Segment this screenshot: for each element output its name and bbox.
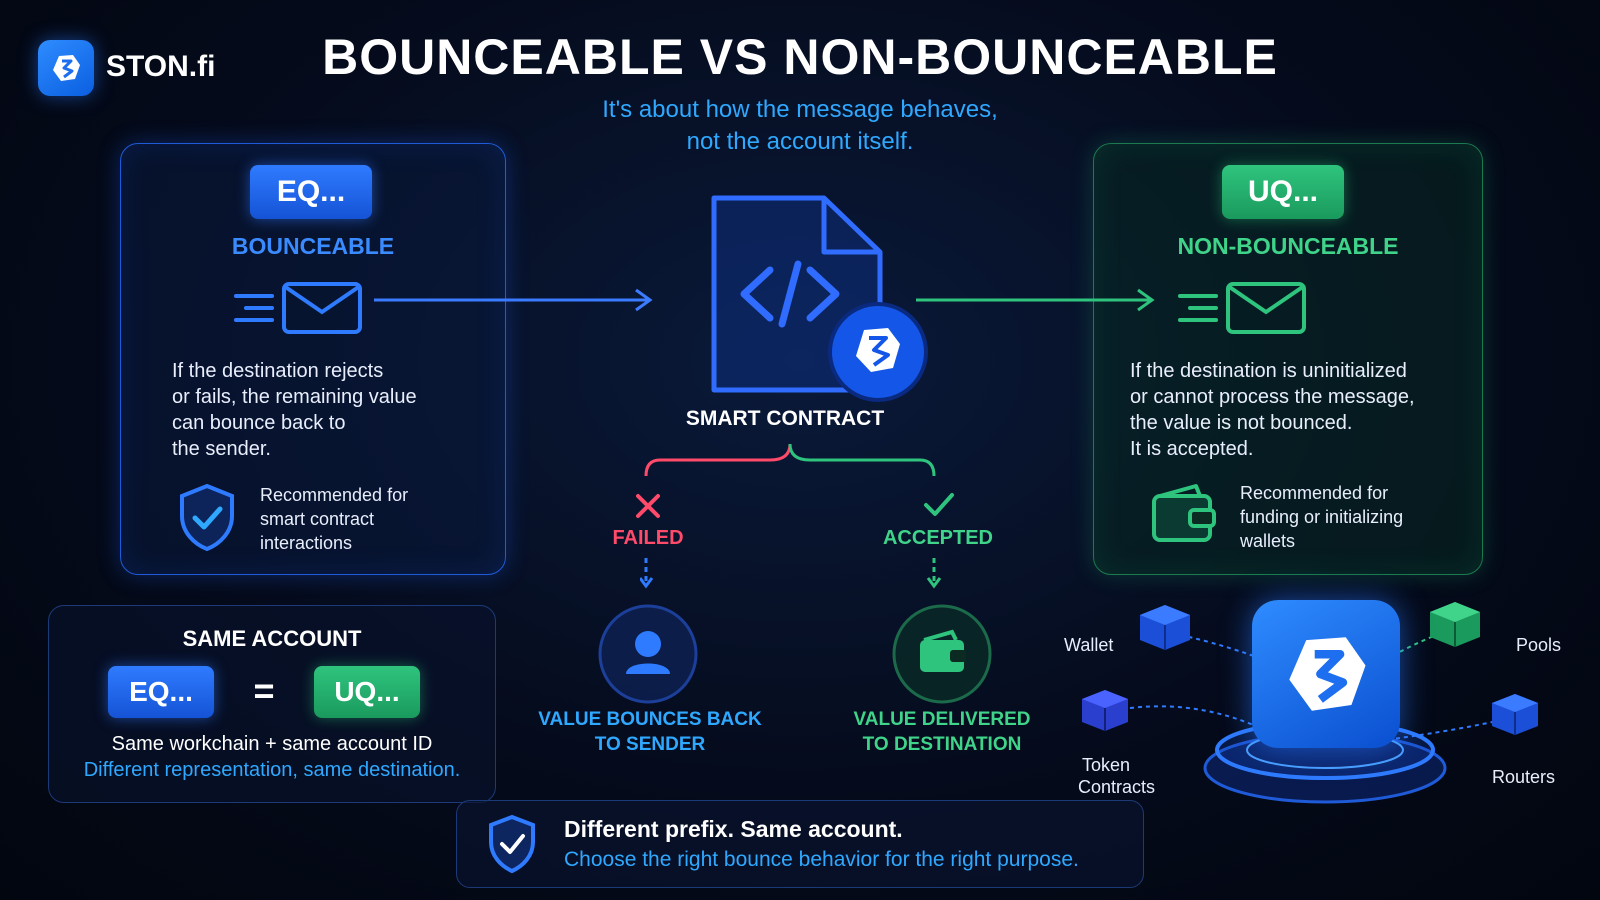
accepted-outcome: VALUE DELIVERED TO DESTINATION (812, 707, 1072, 757)
envelope-icon (1178, 282, 1306, 334)
wallet-icon (1152, 484, 1216, 542)
bounceable-description-line: If the destination rejects (172, 360, 384, 382)
token-cube-icon (1082, 690, 1128, 731)
equals-sign: = (253, 670, 275, 711)
ston-fi-logo-icon (53, 55, 80, 81)
page-subtitle: It's about how the message behaves, not … (0, 94, 1600, 158)
bounceable-recommendation-line: Recommended for (260, 485, 409, 505)
ston-fi-logo-icon (1289, 637, 1366, 711)
same-account-left-badge: EQ... (108, 666, 214, 718)
non-bounceable-description-line: or cannot process the message, (1130, 386, 1415, 408)
accepted-outcome-line: VALUE DELIVERED (853, 709, 1031, 730)
accepted-outcome-line: TO DESTINATION (862, 734, 1022, 755)
failed-outcome-line: VALUE BOUNCES BACK (538, 709, 762, 730)
smart-contract-code-icon (711, 195, 928, 402)
subtitle-line-1: It's about how the message behaves, (602, 96, 998, 123)
bounceable-recommendation-line: smart contract (260, 509, 375, 529)
bounceable-description: If the destination rejects or fails, the… (172, 358, 492, 462)
wallet-cube-icon (1140, 605, 1190, 650)
check-mark-icon (924, 493, 954, 516)
non-bounceable-recommendation: Recommended for funding or initializing … (1240, 481, 1470, 553)
smart-contract-label: SMART CONTRACT (685, 407, 885, 430)
x-mark-icon (636, 494, 660, 518)
same-account-line-2: Different representation, same destinati… (83, 759, 461, 781)
wallet-icon (892, 604, 992, 704)
ecosystem-node-routers: Routers (1492, 767, 1556, 787)
outcome-branches (640, 443, 942, 589)
bounceable-description-line: or fails, the remaining value (172, 386, 417, 408)
ecosystem-node-wallet: Wallet (1064, 635, 1114, 655)
same-account-line-1: Same workchain + same account ID (111, 733, 433, 755)
bounceable-description-line: can bounce back to (172, 412, 346, 434)
non-bounceable-description-line: the value is not bounced. (1130, 412, 1353, 434)
failed-label: FAILED (612, 527, 684, 549)
non-bounceable-description-line: It is accepted. (1130, 438, 1254, 460)
bounceable-description-line: the sender. (172, 438, 271, 460)
ecosystem-node-pools: Pools (1516, 635, 1562, 655)
shield-check-icon (180, 483, 234, 552)
bounceable-prefix-badge: EQ... (250, 165, 372, 219)
non-bounceable-prefix-badge: UQ... (1222, 165, 1344, 219)
failed-outcome: VALUE BOUNCES BACK TO SENDER (520, 707, 780, 757)
footer-panel (456, 800, 1144, 888)
brand-name: STON.fi (106, 50, 216, 83)
ecosystem-node-contracts: Contracts (1078, 777, 1156, 797)
envelope-icon (234, 282, 362, 334)
footer-line-2: Choose the right bounce behavior for the… (564, 848, 1079, 871)
bounceable-recommendation: Recommended for smart contract interacti… (260, 483, 480, 555)
brand-logo (38, 40, 94, 96)
accepted-label: ACCEPTED (882, 527, 993, 549)
shield-check-icon (489, 814, 535, 874)
non-bounceable-description-line: If the destination is uninitialized (1130, 360, 1407, 382)
bounceable-arrow (374, 288, 653, 312)
non-bounceable-arrow (916, 288, 1155, 312)
same-account-heading: SAME ACCOUNT (182, 626, 362, 651)
non-bounceable-heading: NON-BOUNCEABLE (1177, 233, 1399, 259)
footer-line-1: Different prefix. Same account. (564, 816, 903, 842)
ecosystem-node-token: Token (1082, 755, 1131, 775)
subtitle-line-2: not the account itself. (686, 128, 914, 155)
non-bounceable-recommendation-line: wallets (1240, 531, 1296, 551)
non-bounceable-recommendation-line: Recommended for (1240, 483, 1389, 503)
bounceable-heading: BOUNCEABLE (231, 233, 395, 259)
bounceable-recommendation-line: interactions (260, 533, 353, 553)
failed-outcome-line: TO SENDER (594, 734, 706, 755)
same-account-right-badge: UQ... (314, 666, 420, 718)
user-icon (598, 604, 698, 704)
ecosystem-center-logo (1252, 600, 1400, 748)
page-title: BOUNCEABLE VS NON-BOUNCEABLE (322, 29, 1278, 85)
pools-cube-icon (1430, 602, 1480, 647)
routers-cube-icon (1492, 694, 1538, 735)
non-bounceable-description: If the destination is uninitialized or c… (1130, 358, 1470, 462)
non-bounceable-recommendation-line: funding or initializing (1240, 507, 1404, 527)
